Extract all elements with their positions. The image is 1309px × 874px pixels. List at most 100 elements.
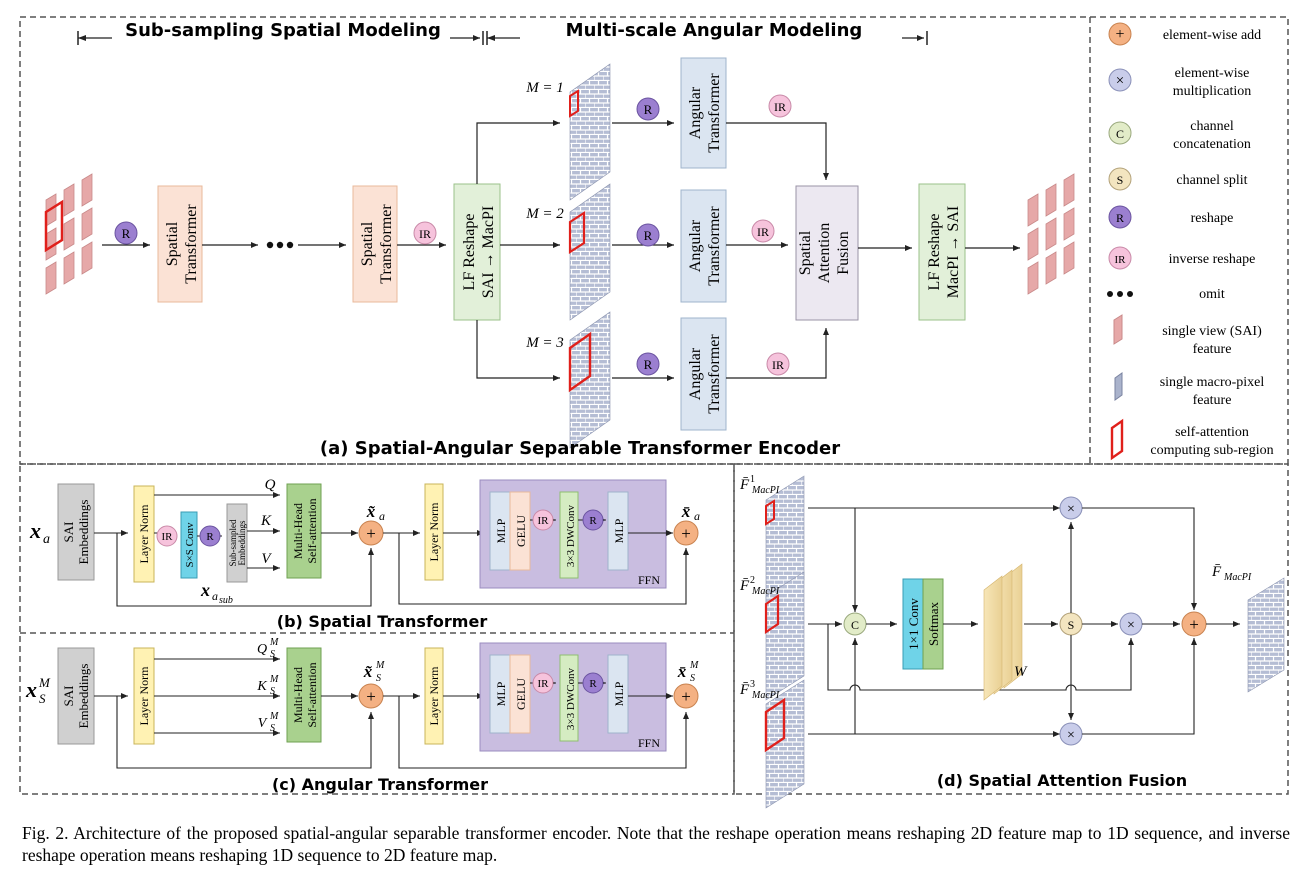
- sai-input-stack: [44, 173, 93, 295]
- layer-norm-b2: [424, 483, 444, 581]
- header-spatial: Sub-sampling Spatial Modeling: [125, 20, 441, 41]
- svg-text:Transformer: Transformer: [706, 206, 723, 286]
- svg-text:3: 3: [750, 679, 755, 690]
- svg-text:Transformer: Transformer: [706, 73, 723, 153]
- svg-text:V: V: [261, 551, 272, 567]
- svg-text:Fusion: Fusion: [835, 231, 852, 275]
- svg-text:+: +: [366, 687, 376, 706]
- svg-text:R: R: [122, 226, 131, 241]
- add-b2: [673, 520, 699, 546]
- svg-text:2: 2: [750, 575, 755, 586]
- svg-text:IR: IR: [538, 515, 550, 527]
- svg-text:MacPI: MacPI: [751, 586, 780, 597]
- svg-text:Q: Q: [265, 477, 276, 493]
- svg-text:S: S: [376, 673, 381, 684]
- svg-text:M: M: [375, 660, 385, 671]
- mhsa-c: [286, 647, 322, 743]
- omit-icon: [1107, 291, 1133, 297]
- svg-text:SAI: SAI: [61, 522, 76, 543]
- svg-text:MLP: MLP: [494, 518, 508, 543]
- svg-text:MacPI: MacPI: [751, 485, 780, 496]
- svg-text:S: S: [270, 686, 275, 697]
- reshape-op-a: [114, 221, 138, 245]
- angular-branch-3: R Angular Transformer IR: [612, 317, 829, 431]
- gelu-b: [509, 491, 531, 571]
- svg-text:a: a: [694, 509, 700, 523]
- svg-text:x: x: [29, 518, 41, 543]
- svg-text:GELU: GELU: [514, 678, 528, 710]
- svg-text:R: R: [589, 515, 597, 527]
- macpi-output-d: [1247, 577, 1285, 693]
- svg-text:Transformer: Transformer: [183, 204, 200, 284]
- svg-text:Sub-sampled: Sub-sampled: [228, 519, 238, 566]
- svg-text:MacPI: MacPI: [1223, 572, 1252, 583]
- svg-text:3×3 DWConv: 3×3 DWConv: [565, 504, 577, 567]
- sai-icon: [1113, 314, 1123, 345]
- svg-text:R: R: [644, 102, 653, 117]
- svg-text:×: ×: [1067, 728, 1075, 743]
- legend: + element-wise add × element-wise multip…: [1107, 22, 1274, 461]
- svg-text:1×1 Conv: 1×1 Conv: [906, 598, 921, 650]
- svg-text:R: R: [1116, 211, 1124, 225]
- svg-text:×: ×: [1116, 73, 1124, 89]
- split-icon: [1108, 167, 1132, 191]
- sxs-conv: [180, 511, 198, 579]
- svg-text:channel: channel: [1190, 119, 1234, 134]
- add-c2: [673, 683, 699, 709]
- concat-icon: [1108, 121, 1132, 145]
- omit-dots: [266, 241, 294, 249]
- svg-text:a: a: [212, 589, 218, 603]
- reshape-icon: [1108, 205, 1132, 229]
- panel-a: R Spatial Transformer Spatial Transforme…: [44, 57, 1075, 459]
- svg-text:+: +: [1115, 26, 1124, 43]
- panel-c-title: (c) Angular Transformer: [272, 775, 488, 794]
- svg-text:Angular: Angular: [687, 347, 704, 400]
- dwconv-b: [559, 491, 579, 579]
- svg-text:concatenation: concatenation: [1173, 137, 1251, 152]
- svg-text:3×3 DWConv: 3×3 DWConv: [565, 667, 577, 730]
- svg-text:computing sub-region: computing sub-region: [1150, 443, 1273, 458]
- svg-text:K: K: [256, 679, 267, 694]
- panel-a-border: [19, 16, 1289, 465]
- dwconv-c: [559, 654, 579, 742]
- header-angular: Multi-scale Angular Modeling: [566, 20, 863, 41]
- svg-text:R: R: [644, 228, 653, 243]
- macpi-icon: [1114, 372, 1123, 401]
- svg-text:element-wise: element-wise: [1175, 66, 1250, 81]
- svg-text:Self-attention: Self-attention: [305, 498, 319, 563]
- svg-text:IR: IR: [757, 225, 769, 239]
- macpi-stack-m2: [568, 183, 611, 321]
- svg-text:V: V: [258, 716, 268, 731]
- svg-text:MLP: MLP: [494, 681, 508, 706]
- svg-text:Attention: Attention: [816, 223, 833, 283]
- lf-reshape-out: [918, 183, 966, 321]
- weight-map-w: [983, 563, 1023, 701]
- svg-text:Transformer: Transformer: [378, 204, 395, 284]
- svg-text:+: +: [681, 687, 691, 706]
- svg-text:a: a: [379, 509, 385, 523]
- svg-text:×: ×: [1127, 618, 1135, 633]
- angular-transformer-1: [680, 57, 727, 169]
- spatial-transformer-1: [157, 185, 203, 303]
- svg-text:Multi-Head: Multi-Head: [291, 503, 305, 559]
- panel-c: x S M SAI Embeddings Layer Norm Q S M K …: [25, 637, 699, 794]
- svg-text:SAI → MacPI: SAI → MacPI: [480, 206, 497, 298]
- svg-text:×: ×: [1067, 502, 1075, 517]
- svg-text:F̄: F̄: [739, 682, 750, 698]
- svg-text:M = 1: M = 1: [525, 80, 564, 96]
- svg-text:inverse reshape: inverse reshape: [1169, 252, 1256, 267]
- svg-text:MacPI: MacPI: [751, 690, 780, 701]
- svg-text:x: x: [25, 677, 37, 702]
- macpi-input-3: [765, 679, 805, 809]
- svg-text:a: a: [43, 532, 50, 547]
- svg-text:reshape: reshape: [1191, 211, 1234, 226]
- svg-text:S: S: [1117, 173, 1124, 187]
- svg-text:+: +: [681, 524, 691, 543]
- svg-text:element-wise add: element-wise add: [1163, 28, 1261, 43]
- svg-text:Embeddings: Embeddings: [76, 500, 91, 565]
- svg-text:M: M: [269, 674, 279, 685]
- svg-text:IR: IR: [538, 678, 550, 690]
- panel-bc-border: [19, 463, 735, 795]
- svg-text:Transformer: Transformer: [706, 334, 723, 414]
- svg-text:Multi-Head: Multi-Head: [291, 667, 305, 723]
